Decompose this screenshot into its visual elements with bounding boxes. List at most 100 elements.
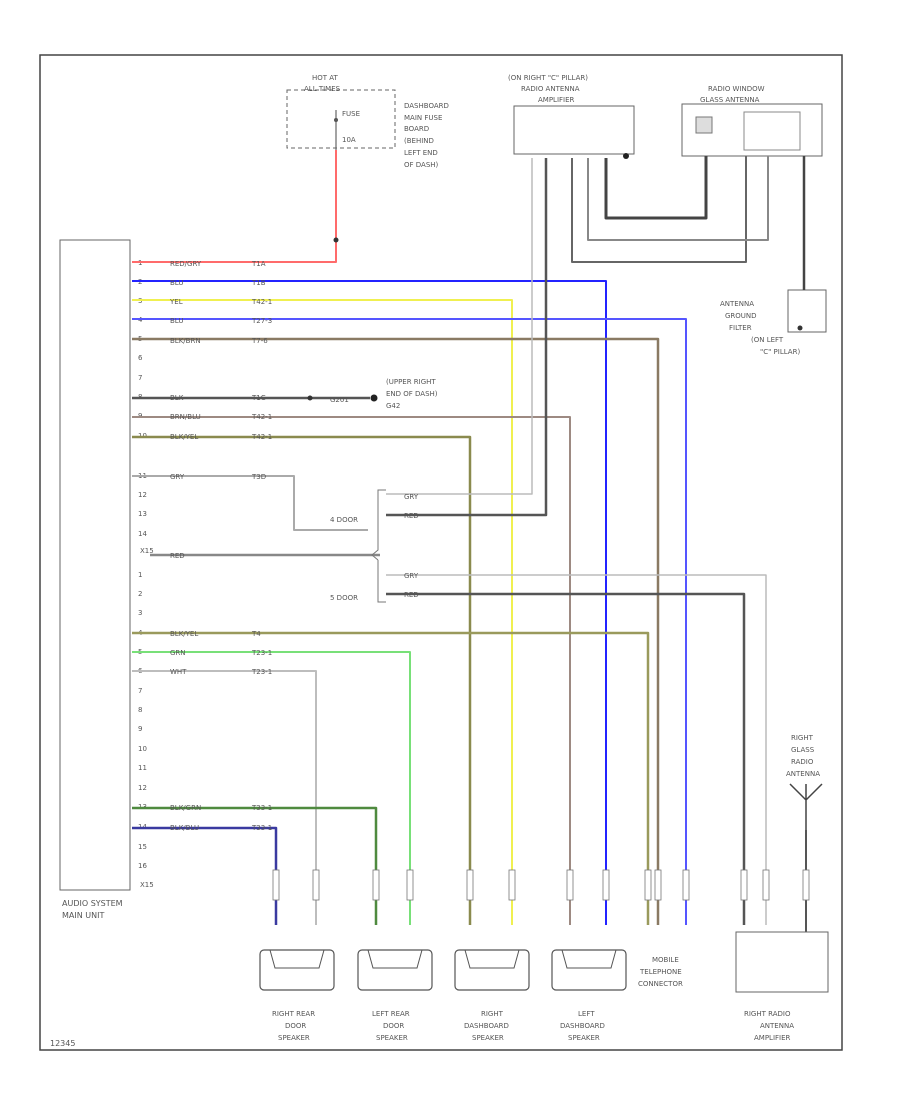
- antenna-link-2: [587, 156, 769, 241]
- door-label-4: 4 DOOR: [330, 516, 358, 524]
- wire-label-color-4: BLU: [170, 317, 183, 325]
- amp-cpillar-label-3: AMPLIFIER: [538, 96, 575, 104]
- radio-antenna-amplifier-c-pillar: (ON RIGHT "C" PILLAR) RADIO ANTENNA AMPL…: [508, 74, 635, 159]
- glass-antenna-label-1: RIGHT: [791, 734, 814, 742]
- connector-stub-5: [466, 869, 474, 901]
- fuse-box: HOT AT ALL TIMES FUSE 10A DASHBOARD MAIN…: [286, 74, 449, 169]
- main-unit-label-2: MAIN UNIT: [62, 911, 104, 920]
- wire-label-circuit-5: T7-6: [251, 337, 268, 345]
- fuse-box-label-4: (BEHIND: [404, 137, 434, 145]
- speaker-rr-label-1: RIGHT REAR: [272, 1010, 315, 1018]
- connector-stub-3: [372, 869, 380, 901]
- connector-stub-4: [406, 869, 414, 901]
- speakers: RIGHT REAR DOOR SPEAKER LEFT REAR DOOR S…: [259, 949, 627, 1042]
- connector-stub-14: [802, 869, 810, 901]
- fuse-header-1: HOT AT: [312, 74, 339, 82]
- wire-label-color-13: WHT: [170, 668, 187, 676]
- speaker-lr-cone: [367, 949, 423, 969]
- ground-filter-dot: [797, 325, 803, 331]
- wire-3: [132, 299, 513, 925]
- wire-label-circuit-2: T1B: [251, 279, 266, 287]
- ground-point-g201: G201 (UPPER RIGHT END OF DASH) G42: [330, 378, 438, 410]
- fuse-box-label-2: MAIN FUSE: [404, 114, 442, 122]
- wire-label-color-2: BLU: [170, 279, 183, 287]
- antenna-ground-filter: ANTENNA GROUND FILTER (ON LEFT "C" PILLA…: [720, 289, 827, 356]
- ground-filter-label-3: FILTER: [729, 324, 752, 332]
- wire-harness: [132, 150, 807, 932]
- glass-antenna-symbol: [789, 783, 823, 830]
- wire-label-circuit-6: T1C: [251, 394, 266, 402]
- phone-label-2: TELEPHONE: [639, 968, 682, 976]
- pin-b8: 8: [138, 706, 142, 714]
- wire-label-circuit-8: T42-1: [251, 433, 272, 441]
- pin-6: 6: [138, 354, 143, 362]
- connector-stub-2: [312, 869, 320, 901]
- speaker-ld-label-3: SPEAKER: [568, 1034, 600, 1042]
- fuse-box-label-5: LEFT END: [404, 149, 438, 157]
- wire-label-color-8: BLK/YEL: [170, 433, 198, 441]
- speaker-rr-label-3: SPEAKER: [278, 1034, 310, 1042]
- glass-antenna-label-2: GLASS: [791, 746, 815, 754]
- ground-point-label-2: END OF DASH): [386, 390, 438, 398]
- connector-stub-10: [654, 869, 662, 901]
- fuse-label: FUSE: [342, 110, 360, 118]
- pin-12: 12: [138, 491, 147, 499]
- ground-point-label-3: G42: [386, 402, 400, 410]
- right-amp-label-3: AMPLIFIER: [754, 1034, 791, 1042]
- pin-b7: 7: [138, 687, 142, 695]
- harness-label-gry-2: GRY: [404, 572, 419, 580]
- fuse-box-outline: [286, 89, 396, 149]
- harness-label-red-2: RED: [404, 591, 419, 599]
- wire-11: [132, 631, 650, 925]
- wire-label-color-12: GRN: [170, 649, 186, 657]
- right-amp-box: [735, 931, 829, 993]
- window-antenna-grid: [695, 116, 713, 134]
- wire-label-circuit-4: T27-3: [251, 317, 272, 325]
- ground-point-dot: [370, 394, 378, 402]
- speaker-right-rear-door: RIGHT REAR DOOR SPEAKER: [259, 949, 335, 1042]
- pin-13: 13: [138, 510, 147, 518]
- fuse-amp: 10A: [342, 136, 356, 144]
- harness-red-5door: [386, 592, 746, 925]
- ground-filter-label-5: "C" PILLAR): [760, 348, 800, 356]
- wire-label-color-11: BLK/YEL: [170, 630, 198, 638]
- fuse-box-label-6: OF DASH): [404, 161, 439, 169]
- wire-labels: RED/GRY T1A BLU T1B YEL T42-1 BLU T27-3 …: [169, 260, 272, 832]
- ground-filter-label-1: ANTENNA: [720, 300, 754, 308]
- fuse-feed-dot: [333, 237, 339, 243]
- pin-b10: 10: [138, 745, 147, 753]
- pin-b2: 2: [138, 590, 142, 598]
- harness-label-gry-1: GRY: [404, 493, 419, 501]
- harness-gry-4door: [386, 158, 533, 495]
- wire-5: [132, 337, 660, 925]
- connector-stub-12: [740, 869, 748, 901]
- pin-14: 14: [138, 530, 147, 538]
- speaker-ld-label-1: LEFT: [578, 1010, 595, 1018]
- connector-stub-11: [682, 869, 690, 901]
- connector-stub-8: [602, 869, 610, 901]
- wire-label-color-6: BLK: [170, 394, 184, 402]
- speaker-rr-body: [259, 949, 335, 991]
- wire-label-color-10: RED: [170, 552, 185, 560]
- diagram-id-code: 12345: [50, 1039, 75, 1048]
- speaker-lr-label-3: SPEAKER: [376, 1034, 408, 1042]
- speaker-rd-body: [454, 949, 530, 991]
- speaker-lr-label-1: LEFT REAR: [372, 1010, 410, 1018]
- pin-x15-a: X15: [140, 547, 154, 555]
- wire-label-color-7: BRN/BLU: [170, 413, 201, 421]
- diagram-frame: [39, 54, 843, 1051]
- speaker-ld-body: [551, 949, 627, 991]
- ground-point-id: G201: [330, 396, 349, 404]
- speaker-lr-body: [357, 949, 433, 991]
- door-variant-brackets: 4 DOOR 5 DOOR GRY RED GRY RED: [330, 489, 419, 603]
- wire-label-circuit-11: T4: [251, 630, 261, 638]
- fuse-box-label-3: BOARD: [404, 125, 429, 133]
- speaker-lr-label-2: DOOR: [383, 1022, 404, 1030]
- wire-13: [132, 670, 317, 925]
- door-bracket-lower: [377, 560, 386, 603]
- pin-b3: 3: [138, 609, 142, 617]
- connector-stub-1: [272, 869, 280, 901]
- speaker-rr-cone: [269, 949, 325, 969]
- pin-7: 7: [138, 374, 142, 382]
- wire-label-color-1: RED/GRY: [170, 260, 202, 268]
